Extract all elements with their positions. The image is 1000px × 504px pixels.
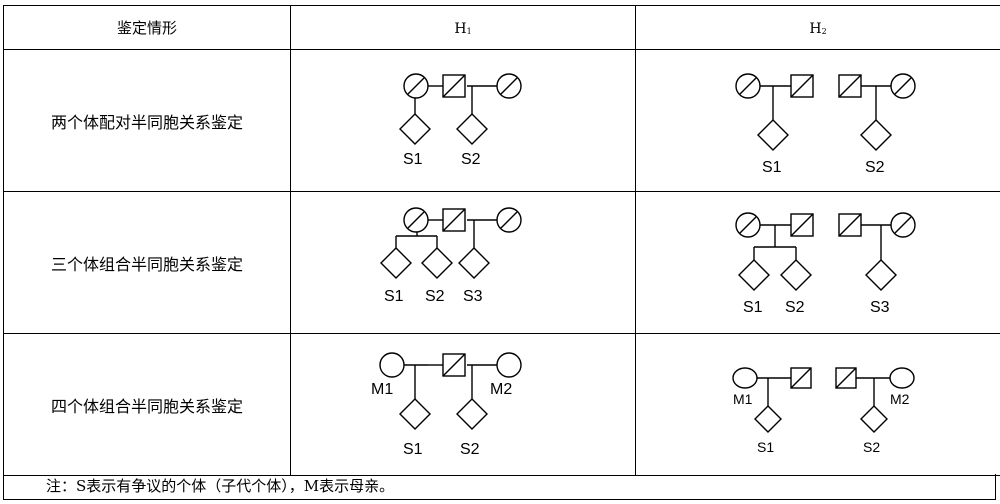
header-h2: H2: [635, 5, 1000, 50]
mother-icon: [379, 352, 405, 378]
label-s1: S1: [384, 288, 404, 305]
male-struck-icon: [790, 367, 812, 389]
label-s3: S3: [870, 299, 890, 316]
table-row: 两个体配对半同胞关系鉴定 S1 S2: [3, 49, 1000, 192]
label-s1: S1: [757, 439, 774, 455]
male-struck-icon: [442, 353, 466, 377]
pedigree-r2-h2: S1 S2 S3: [635, 191, 1000, 334]
female-struck-icon: [496, 207, 522, 233]
table-header-row: 鉴定情形 H1 H2: [3, 5, 1000, 50]
male-struck-icon: [442, 74, 466, 98]
mother-icon: [889, 367, 915, 389]
label-m1: M1: [733, 391, 753, 407]
label-s1: S1: [403, 441, 423, 458]
label-s2: S2: [865, 159, 885, 176]
label-s3: S3: [463, 288, 483, 305]
child-diamond-icon: [421, 247, 453, 279]
label-s2: S2: [425, 288, 445, 305]
child-diamond-icon: [738, 259, 770, 291]
case-label-four: 四个体组合半同胞关系鉴定: [3, 333, 291, 476]
child-diamond-icon: [456, 398, 488, 430]
female-struck-icon: [890, 212, 916, 238]
pedigree-r2-h1: S1 S2 S3: [290, 191, 636, 334]
female-struck-icon: [735, 212, 761, 238]
table-row: 四个体组合半同胞关系鉴定 M1 M2 S1 S2: [3, 333, 1000, 476]
child-diamond-icon: [780, 259, 812, 291]
label-m2: M2: [890, 391, 910, 407]
female-struck-icon: [496, 73, 522, 99]
male-struck-icon: [442, 208, 466, 232]
label-s1: S1: [762, 159, 782, 176]
child-diamond-icon: [860, 405, 888, 433]
female-struck-icon: [890, 73, 916, 99]
mother-icon: [496, 352, 522, 378]
footnote: 注：S表示有争议的个体（子代个体），M表示母亲。: [3, 474, 996, 500]
male-struck-icon: [790, 213, 814, 237]
pedigree-r3-h1: M1 M2 S1 S2: [290, 333, 636, 476]
label-s1: S1: [403, 151, 423, 168]
label-s1: S1: [743, 299, 763, 316]
header-h2-label: H2: [809, 21, 827, 37]
pedigree-r3-h2: M1 S1 M2 S2: [635, 333, 1000, 476]
child-diamond-icon: [456, 113, 488, 145]
female-struck-icon: [403, 207, 429, 233]
child-diamond-icon: [860, 119, 892, 151]
case-label-two: 两个体配对半同胞关系鉴定: [3, 49, 291, 192]
male-struck-icon: [835, 367, 857, 389]
male-struck-icon: [790, 74, 814, 98]
child-diamond-icon: [399, 398, 431, 430]
child-diamond-icon: [399, 113, 431, 145]
pedigree-r1-h1: S1 S2: [290, 49, 636, 192]
mother-icon: [732, 367, 758, 389]
label-s2: S2: [460, 441, 480, 458]
male-struck-icon: [838, 74, 862, 98]
case-label-three: 三个体组合半同胞关系鉴定: [3, 191, 291, 334]
label-m1: M1: [371, 381, 393, 398]
female-struck-icon: [403, 73, 429, 99]
header-h1-label: H1: [454, 21, 472, 37]
header-h1: H1: [290, 5, 636, 50]
child-diamond-icon: [757, 119, 789, 151]
header-case: 鉴定情形: [3, 5, 291, 50]
header-case-label: 鉴定情形: [116, 19, 177, 37]
female-struck-icon: [735, 73, 761, 99]
pedigree-r1-h2: S1 S2: [635, 49, 1000, 192]
child-diamond-icon: [458, 247, 490, 279]
child-diamond-icon: [865, 259, 897, 291]
child-diamond-icon: [380, 247, 412, 279]
label-m2: M2: [490, 381, 512, 398]
label-s2: S2: [863, 439, 880, 455]
table-row: 三个体组合半同胞关系鉴定 S1 S2 S3: [3, 191, 1000, 334]
label-s2: S2: [461, 151, 481, 168]
label-s2: S2: [785, 299, 805, 316]
child-diamond-icon: [754, 405, 782, 433]
male-struck-icon: [838, 213, 862, 237]
pedigree-table: 鉴定情形 H1 H2 两个体配对半同胞关系鉴定: [3, 5, 1000, 476]
